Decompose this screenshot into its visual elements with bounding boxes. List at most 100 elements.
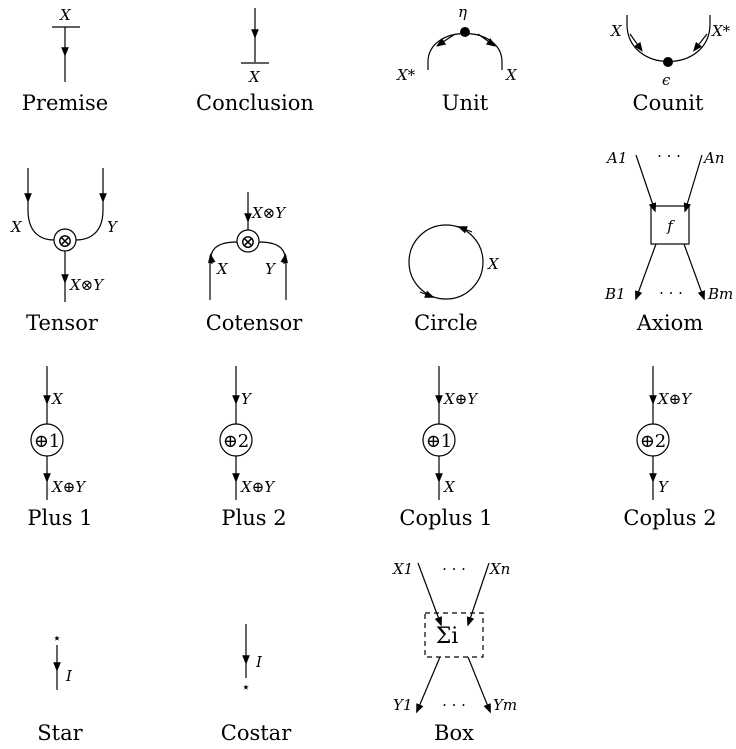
- plus2-caption: Plus 2: [221, 506, 286, 530]
- costar-cell: ⋆ I Costar: [221, 624, 292, 745]
- coplus2-node-symbol: ⊕2: [640, 431, 667, 452]
- coplus2-out-label: Y: [658, 478, 670, 496]
- box-label: Σi: [436, 624, 459, 649]
- unit-left-label: X*: [396, 66, 416, 84]
- plus2-out-label: X⊕Y: [240, 478, 276, 496]
- coplus1-in-label: X⊕Y: [443, 390, 479, 408]
- conclusion-caption: Conclusion: [196, 91, 314, 115]
- box-top-dots: · · ·: [442, 560, 466, 578]
- cotensor-out-left-arrow: [208, 253, 216, 265]
- unit-arrow-left: [436, 33, 456, 47]
- box-cell: Σi X1 Xn Y1 Ym · · · · · · Box: [392, 560, 517, 745]
- axiom-in-right-label: An: [702, 149, 725, 167]
- cotensor-out-right-label: Y: [265, 260, 277, 278]
- coplus2-cell: ⊕2 X⊕Y Y Coplus 2: [623, 366, 717, 530]
- plus1-in-label: X: [51, 390, 64, 408]
- plus1-out-label: X⊕Y: [51, 478, 87, 496]
- counit-node-label: ϵ: [662, 71, 671, 89]
- tensor-left-wire: [27, 196, 55, 241]
- tensor-in-right-label: Y: [107, 218, 119, 236]
- box-in-right-arrow: [466, 562, 490, 627]
- tensor-caption: Tensor: [26, 311, 99, 335]
- plus2-cell: ⊕2 Y X⊕Y Plus 2: [219, 366, 287, 530]
- circle-cell: X Circle: [408, 224, 500, 335]
- unit-caption: Unit: [442, 91, 489, 115]
- circle-loop: [408, 224, 484, 300]
- axiom-caption: Axiom: [636, 311, 703, 335]
- circle-caption: Circle: [414, 311, 478, 335]
- box-dashed-frame: [424, 612, 484, 658]
- unit-node-label: η: [458, 3, 467, 21]
- tensor-right-wire: [75, 196, 104, 241]
- unit-node: [460, 27, 470, 37]
- star-cell: ⋆ I Star: [37, 629, 83, 745]
- box-out-left-label: Y1: [393, 696, 412, 714]
- axiom-box-label: f: [666, 217, 675, 235]
- axiom-out-right-label: Bm: [707, 285, 733, 303]
- box-out-left-arrow: [416, 656, 441, 714]
- costar-label: I: [255, 653, 263, 671]
- tensor-node-symbol: ⊗: [57, 230, 73, 252]
- costar-symbol: ⋆: [241, 678, 250, 696]
- coplus2-caption: Coplus 2: [623, 506, 716, 530]
- cotensor-caption: Cotensor: [206, 311, 304, 335]
- axiom-out-left-arrow: [635, 243, 657, 301]
- unit-cup: [427, 33, 503, 70]
- axiom-out-left-label: B1: [604, 285, 626, 303]
- star-caption: Star: [37, 721, 83, 745]
- box-caption: Box: [434, 721, 474, 745]
- plus1-node-symbol: ⊕1: [34, 431, 61, 452]
- coplus1-cell: ⊕1 X⊕Y X Coplus 1: [399, 366, 493, 530]
- star-label: I: [65, 667, 73, 685]
- plus2-in-label: Y: [241, 390, 253, 408]
- circle-arrow-bottom: [419, 290, 435, 298]
- cotensor-in-label: X⊗Y: [251, 204, 287, 222]
- cotensor-cell: ⊗ X⊗Y X Y Cotensor: [206, 192, 304, 335]
- coplus1-node-symbol: ⊕1: [426, 431, 453, 452]
- circle-label: X: [487, 255, 500, 273]
- axiom-bottom-dots: · · ·: [659, 284, 683, 302]
- plus1-caption: Plus 1: [27, 506, 92, 530]
- axiom-in-left-label: A1: [605, 149, 627, 167]
- axiom-cell: f A1 An B1 Bm · · · · · · Axiom: [604, 147, 733, 335]
- coplus1-caption: Coplus 1: [399, 506, 492, 530]
- coplus1-out-label: X: [443, 478, 456, 496]
- axiom-out-right-arrow: [683, 243, 705, 301]
- costar-caption: Costar: [221, 721, 292, 745]
- premise-cell: X Premise: [22, 6, 108, 115]
- premise-caption: Premise: [22, 91, 108, 115]
- box-bottom-dots: · · ·: [442, 696, 466, 714]
- circle-arrow-top: [457, 226, 473, 234]
- counit-cap: [626, 15, 711, 63]
- box-in-right-label: Xn: [489, 560, 510, 578]
- box-out-right-label: Ym: [493, 696, 517, 714]
- box-in-left-label: X1: [392, 560, 413, 578]
- box-in-left-arrow: [417, 562, 442, 627]
- plus2-node-symbol: ⊕2: [223, 431, 250, 452]
- cotensor-out-right-arrow: [280, 253, 288, 265]
- counit-caption: Counit: [633, 91, 704, 115]
- plus1-cell: ⊕1 X X⊕Y Plus 1: [27, 366, 93, 530]
- premise-label: X: [59, 6, 72, 24]
- tensor-cell: ⊗ X Y X⊗Y Tensor: [10, 168, 119, 335]
- counit-left-label: X: [610, 22, 623, 40]
- box-out-right-arrow: [467, 656, 491, 714]
- counit-arrow-right: [693, 33, 708, 52]
- axiom-in-left-arrow: [635, 154, 657, 213]
- axiom-top-dots: · · ·: [657, 147, 681, 165]
- star-symbol: ⋆: [52, 629, 61, 647]
- counit-arrow-left: [629, 33, 643, 52]
- unit-arrow-right: [477, 33, 496, 47]
- axiom-in-right-arrow: [683, 154, 703, 213]
- conclusion-label: X: [248, 68, 261, 86]
- conclusion-cell: X Conclusion: [196, 8, 314, 115]
- cotensor-node: [236, 229, 260, 253]
- counit-node: [663, 57, 673, 67]
- unit-cell: η X* X Unit: [396, 3, 518, 115]
- cotensor-left-wire: [209, 241, 238, 300]
- cotensor-right-wire: [258, 241, 287, 300]
- cotensor-out-left-label: X: [216, 260, 229, 278]
- tensor-out-label: X⊗Y: [69, 276, 105, 294]
- unit-right-label: X: [505, 66, 518, 84]
